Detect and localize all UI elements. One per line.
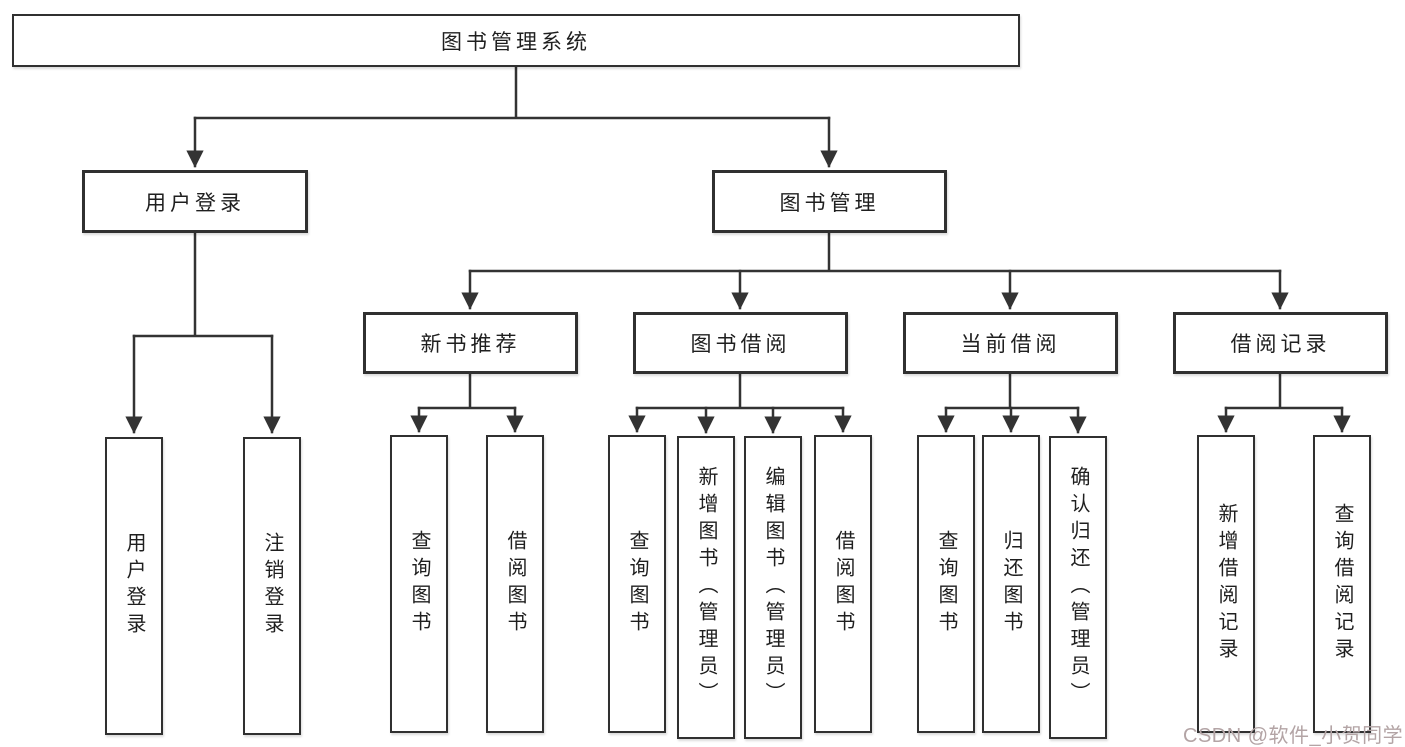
leaf-borrow-book-1: 借阅图书 bbox=[486, 435, 544, 733]
leaf-query-book-3: 查询图书 bbox=[917, 435, 975, 733]
node-root: 图书管理系统 bbox=[12, 14, 1020, 67]
node-book-borrow: 图书借阅 bbox=[633, 312, 848, 374]
node-new-book-recommend: 新书推荐 bbox=[363, 312, 578, 374]
node-borrow-record: 借阅记录 bbox=[1173, 312, 1388, 374]
leaf-borrow-book-2: 借阅图书 bbox=[814, 435, 872, 733]
connector-book-management bbox=[461, 231, 1289, 310]
connector-book-borrow bbox=[628, 372, 852, 434]
leaf-edit-book-admin: 编辑图书（管理员） bbox=[744, 436, 802, 739]
leaf-logout-login: 注销登录 bbox=[243, 437, 301, 735]
leaf-return-book: 归还图书 bbox=[982, 435, 1040, 733]
connector-current-borrow bbox=[937, 372, 1087, 434]
leaf-user-login: 用户登录 bbox=[105, 437, 163, 735]
leaf-query-borrow-record: 查询借阅记录 bbox=[1313, 435, 1371, 733]
node-user-login: 用户登录 bbox=[82, 170, 308, 233]
leaf-confirm-return-admin: 确认归还（管理员） bbox=[1049, 436, 1107, 739]
leaf-query-book-2: 查询图书 bbox=[608, 435, 666, 733]
node-book-management: 图书管理 bbox=[712, 170, 947, 233]
connector-borrow-record bbox=[1217, 372, 1351, 433]
leaf-add-book-admin: 新增图书（管理员） bbox=[677, 436, 735, 739]
watermark: CSDN @软件_小贺同学 bbox=[1183, 725, 1404, 747]
leaf-query-book-1: 查询图书 bbox=[390, 435, 448, 733]
node-current-borrow: 当前借阅 bbox=[903, 312, 1118, 374]
connector-new-book-recommend bbox=[410, 372, 524, 433]
connector-root bbox=[186, 65, 838, 168]
connector-user-login bbox=[125, 231, 281, 434]
leaf-add-borrow-record: 新增借阅记录 bbox=[1197, 435, 1255, 733]
